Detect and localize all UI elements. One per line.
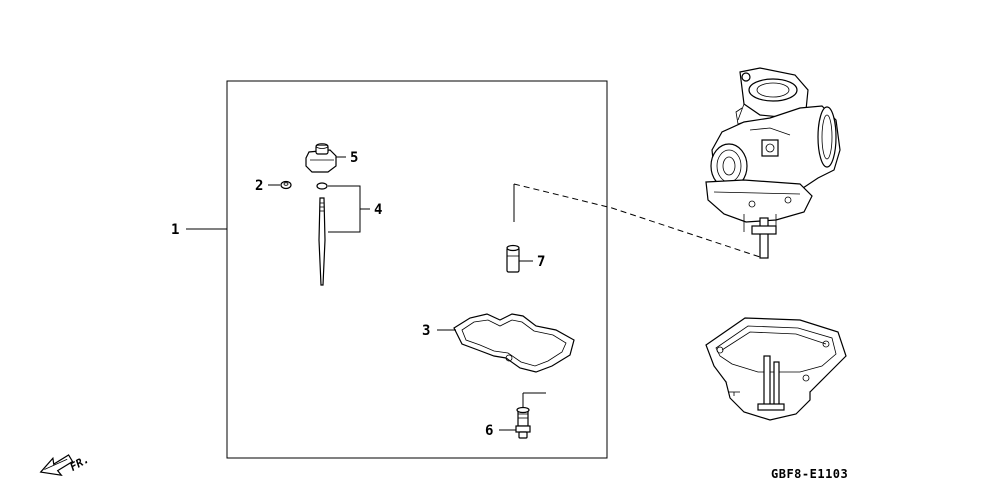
diagram-code: GBF8-E1103 (771, 467, 848, 481)
fr-label: FR. (68, 453, 92, 474)
callout-1: 1 (171, 222, 179, 238)
callout-2: 2 (255, 178, 263, 194)
callout-4: 4 (374, 202, 382, 218)
part-7-jet (506, 244, 520, 273)
carburetor-body (705, 67, 841, 259)
callout-6: 6 (485, 423, 493, 439)
float-chamber (705, 317, 847, 421)
part-6-drain-plug (515, 392, 546, 439)
part-5-cap (305, 143, 337, 173)
callout-7: 7 (537, 254, 545, 270)
reference-line-dashed (513, 183, 764, 259)
kit-frame (226, 80, 608, 459)
front-direction-indicator: FR. (39, 453, 92, 477)
callout-5: 5 (350, 150, 358, 166)
part-3-gasket (453, 313, 575, 373)
callout-3: 3 (422, 323, 430, 339)
part-2-nut (280, 180, 292, 190)
part-4-jet-needle (316, 182, 328, 286)
leader-4-bracket (328, 185, 361, 233)
